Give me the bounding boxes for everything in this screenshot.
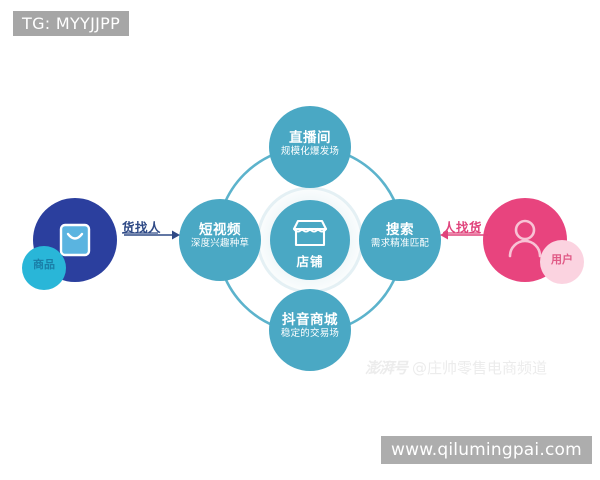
flow-arrow-user-to-shop <box>440 230 488 240</box>
badge-user-label: 用户 <box>551 253 573 266</box>
storefront-icon <box>292 219 328 247</box>
url-tag: www.qilumingpai.com <box>381 436 592 464</box>
flow-label-goods-to-shop: 货找人 <box>122 220 162 235</box>
center-node-shop[interactable] <box>270 200 350 280</box>
node-livestream[interactable] <box>269 106 351 188</box>
center-node-title: 店铺 <box>296 254 324 269</box>
badge-goods <box>22 246 66 290</box>
flow-arrow-goods-to-shop <box>122 230 180 240</box>
badge-user <box>540 240 584 284</box>
badge-goods-label: 商品 <box>33 258 55 271</box>
node-shortvideo[interactable] <box>179 199 261 281</box>
watermark-account: @庄帅零售电商频道 <box>412 359 548 377</box>
node-mall[interactable] <box>269 289 351 371</box>
watermark-logo: 澎湃号 <box>365 359 408 377</box>
tg-tag: TG: MYYJJPP <box>13 11 130 36</box>
flow-label-user-to-shop: 人找货 <box>443 220 483 235</box>
person-icon <box>508 219 542 258</box>
node-search[interactable] <box>359 199 441 281</box>
shopping-bag-icon <box>59 223 91 257</box>
watermark: 澎湃号 @庄帅零售电商频道 <box>365 357 547 378</box>
